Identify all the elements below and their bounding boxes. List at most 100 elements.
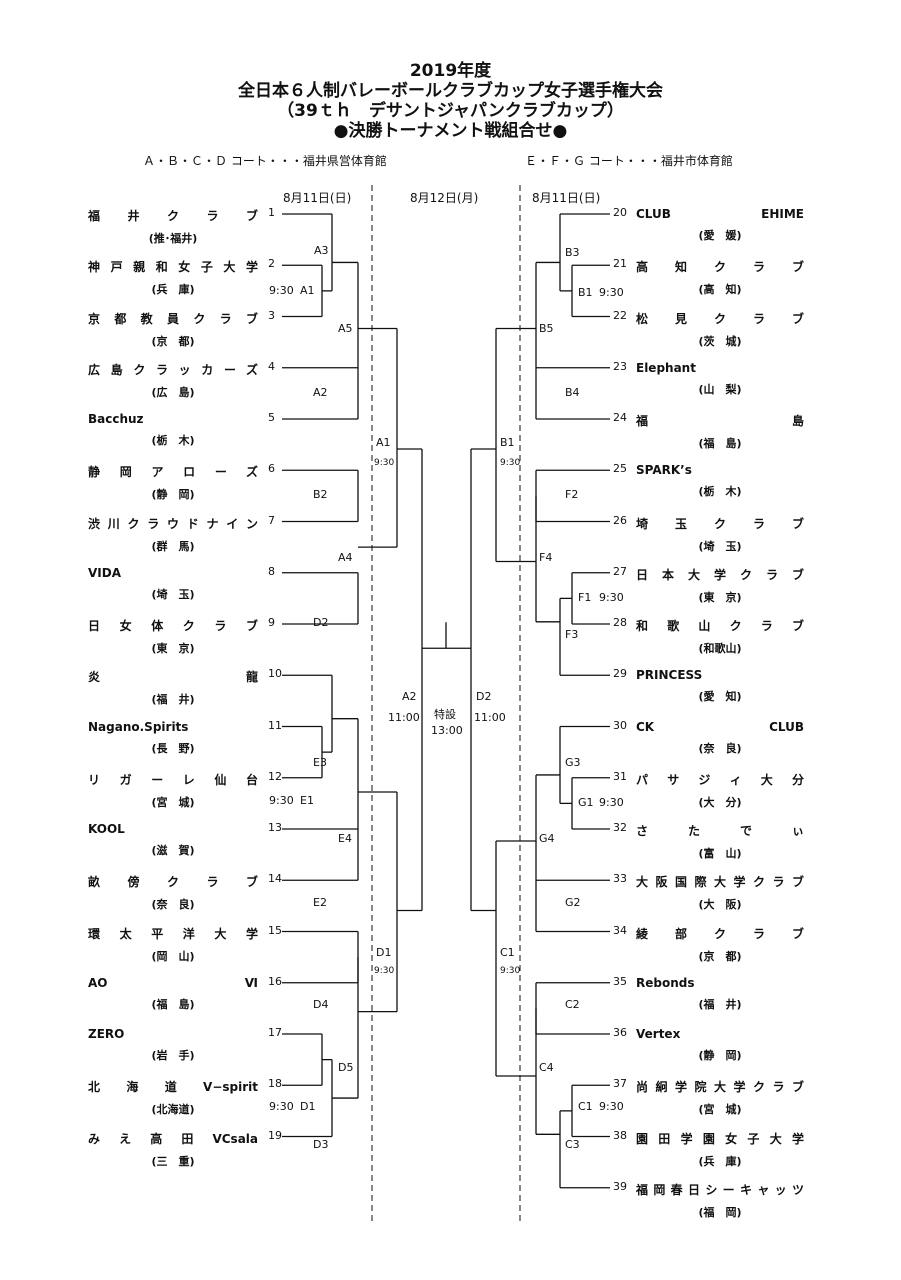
team-prefecture: (兵 庫) — [151, 283, 195, 297]
team-entry: 日本大学クラブ (東 京) — [636, 566, 804, 605]
date-center: 8月12日(月) — [410, 191, 479, 205]
seed-number: 39 — [613, 1179, 627, 1193]
doc-heading: ●決勝トーナメント戦組合せ● — [333, 121, 568, 141]
team-prefecture: (宮 城) — [698, 1103, 742, 1117]
match-time: 9:30 — [374, 966, 395, 976]
team-entry: 大阪国際大学クラブ(大 阪) — [636, 873, 804, 912]
match-time: 9:30 — [599, 591, 624, 604]
team-name: 福岡春日シーキャッツ — [636, 1182, 804, 1197]
match-time: 9:30 — [269, 1100, 294, 1113]
match-time: 9:30 — [269, 794, 294, 807]
team-name: 広島クラッカーズ — [88, 362, 258, 377]
team-name: みえ高田VCsala — [88, 1131, 258, 1146]
team-prefecture: (茨 城) — [698, 334, 742, 348]
match-time: 9:30 — [599, 796, 624, 809]
date-left: 8月11日(日) — [283, 191, 352, 205]
seed-number: 9 — [268, 616, 275, 629]
team-prefecture: (福 島) — [151, 997, 195, 1011]
team-entry: 京都教員クラブ(京 都) — [88, 310, 258, 349]
team-entry: 神戸親和女子大学(兵 庫) — [88, 258, 258, 297]
seed-number: 36 — [613, 1026, 627, 1039]
match-label: F3 — [565, 628, 579, 641]
team-prefecture: (奈 良) — [151, 898, 195, 912]
seed-number: 2 — [268, 257, 275, 271]
seed-number: 12 — [268, 769, 282, 783]
seed-number: 10 — [268, 667, 282, 681]
match-label: C4 — [539, 1061, 554, 1074]
seed-number: 18 — [268, 1077, 282, 1091]
team-prefecture: (奈 良) — [698, 741, 742, 755]
match-label: B3 — [565, 246, 580, 259]
match-label: D2 — [313, 616, 329, 629]
team-name: 日本大学クラブ — [636, 567, 804, 582]
match-label: C2 — [565, 998, 580, 1011]
team-entry: 炎龍(福 井) — [88, 668, 258, 707]
seed-number: 30 — [613, 718, 627, 732]
team-entry: 園田学園女子大学(兵 庫) — [636, 1130, 804, 1169]
match-label: E3 — [313, 756, 327, 769]
team-prefecture: (岩 手) — [151, 1049, 195, 1062]
seed-number: 25 — [613, 462, 627, 476]
doc-year: 2019年度 — [409, 61, 492, 81]
match-label: F1 — [578, 591, 592, 604]
seed-number: 5 — [268, 411, 275, 424]
team-name: CLUB EHIME — [636, 207, 804, 221]
team-prefecture: (群 馬) — [151, 539, 195, 553]
seed-number: 37 — [613, 1077, 627, 1091]
match-label: E4 — [338, 832, 352, 845]
match-label: D5 — [338, 1061, 354, 1074]
team-name: AOⅥ — [88, 975, 258, 990]
team-entry: さたでぃ(富 山) — [636, 822, 804, 861]
team-prefecture: (滋 賀) — [151, 844, 195, 857]
match-time: 9:30 — [599, 1100, 624, 1113]
match-label: B4 — [565, 386, 580, 399]
match-label: G1 — [578, 796, 594, 809]
team-prefecture: (福 井) — [698, 997, 742, 1011]
team-entry: CLUB EHIME(愛 媛) — [636, 207, 804, 243]
match-time: 9:30 — [374, 458, 395, 468]
team-prefecture: (東 京) — [151, 642, 195, 655]
team-name: Vertex — [636, 1027, 681, 1041]
venue-right: Ｅ・Ｆ・Ｇ コート・・・福井市体育館 — [525, 154, 733, 168]
team-name: 日女体クラブ — [88, 619, 258, 633]
team-entry: KOOL(滋 賀) — [88, 822, 258, 858]
team-name: 静岡アローズ — [88, 465, 258, 480]
seed-number: 23 — [613, 359, 627, 373]
team-prefecture: (福 井) — [151, 693, 195, 707]
team-entry: 福井クラブ(推･福井) — [88, 207, 258, 246]
match-label: B2 — [313, 488, 328, 501]
match-label: A1 — [300, 284, 315, 297]
team-entry: 渋川クラウドナイン(群 馬) — [88, 515, 258, 554]
team-entry: 北海道V−spirit(北海道) — [88, 1078, 258, 1117]
seed-number: 7 — [268, 513, 275, 527]
venue-left: Ａ・Ｂ・Ｃ・Ｄ コート・・・福井県営体育館 — [143, 154, 387, 168]
team-entry: Nagano.Spirits(長 野) — [88, 720, 258, 756]
team-entry: 埼玉クラブ(埼 玉) — [636, 515, 804, 554]
team-prefecture: (長 野) — [151, 741, 195, 755]
match-time: 9:30 — [269, 284, 294, 297]
team-entry: PRINCESS(愛 知) — [636, 668, 804, 704]
team-prefecture: (栃 木) — [698, 485, 742, 499]
team-name: 福井クラブ — [88, 209, 258, 223]
team-name: VIDA — [88, 565, 121, 580]
team-prefecture: (東 京) — [698, 590, 742, 604]
seed-number: 38 — [613, 1128, 627, 1142]
seed-number: 32 — [613, 821, 627, 834]
team-name: リガーレ仙台 — [88, 772, 258, 787]
match-time: 9:30 — [599, 286, 624, 299]
team-prefecture: (福 岡) — [698, 1205, 742, 1219]
match-time: 9:30 — [500, 966, 521, 976]
team-entry: Vertex(静 岡) — [636, 1027, 804, 1063]
team-prefecture: (岡 山) — [151, 949, 195, 963]
seed-number: 24 — [613, 411, 627, 424]
seed-number: 35 — [613, 974, 627, 988]
team-name: 尚絅学院大学クラブ — [636, 1080, 804, 1095]
team-entry: リガーレ仙台(宮 城) — [88, 771, 258, 810]
team-entry: AOⅥ (福 島) — [88, 976, 258, 1012]
seed-number: 26 — [613, 513, 627, 527]
match-label: A1 — [376, 436, 391, 449]
team-prefecture: (福 島) — [698, 437, 742, 450]
team-entry: 福岡春日シーキャッツ (福 岡) — [636, 1181, 804, 1220]
doc-subtitle: （39ｔｈ デサントジャパンクラブカップ） — [277, 101, 624, 121]
